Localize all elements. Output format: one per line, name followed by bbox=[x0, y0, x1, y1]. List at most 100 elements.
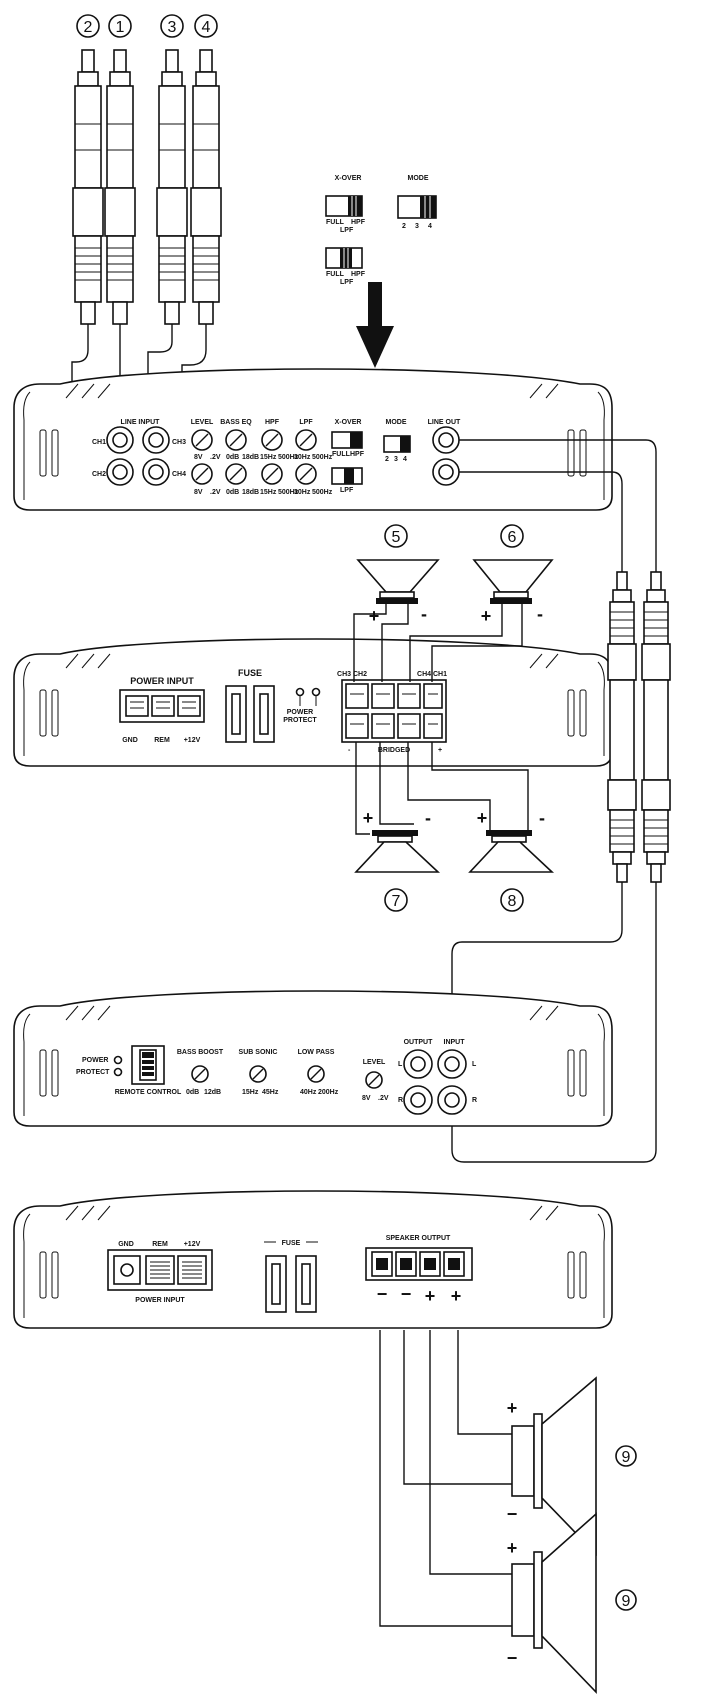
svg-text:30Hz: 30Hz bbox=[294, 454, 311, 461]
svg-text:HPF: HPF bbox=[351, 219, 366, 226]
amp1-knob-bass-eq-front[interactable] bbox=[225, 429, 247, 451]
svg-text:FULL: FULL bbox=[332, 451, 351, 458]
svg-text:LPF: LPF bbox=[340, 279, 354, 286]
svg-text:4: 4 bbox=[202, 19, 211, 36]
amp1-line-out-jack-right[interactable] bbox=[432, 458, 460, 486]
rca-plug-4 bbox=[190, 49, 222, 325]
amp1-knob-hpf-rear[interactable] bbox=[261, 463, 283, 485]
svg-text:15Hz: 15Hz bbox=[260, 454, 277, 461]
amp1-rca-jack-ch1[interactable] bbox=[106, 426, 134, 454]
amp2-fuse-label: FUSE bbox=[238, 668, 262, 678]
amp2-power-terminal-block[interactable] bbox=[119, 689, 205, 723]
svg-text:R: R bbox=[472, 1097, 477, 1104]
amp1-rca-jack-ch3[interactable] bbox=[142, 426, 170, 454]
amp4-power-terminal-block[interactable] bbox=[107, 1249, 213, 1291]
svg-text:500Hz: 500Hz bbox=[278, 489, 299, 496]
amp1-knob-label-bass-eq: BASS EQ bbox=[220, 419, 252, 426]
callout-3: 3 bbox=[160, 14, 184, 38]
amp1-knob-lpf-front[interactable] bbox=[295, 429, 317, 451]
svg-text:R: R bbox=[398, 1097, 403, 1104]
amplifier-1: LINE INPUT CH1 CH2 CH3 CH4 LEVEL BASS EQ… bbox=[13, 368, 613, 511]
svg-text:REMOTE CONTROL: REMOTE CONTROL bbox=[115, 1089, 182, 1096]
svg-text:GND: GND bbox=[122, 737, 138, 744]
rca-plug-2 bbox=[72, 49, 104, 325]
amp1-knob-lpf-rear[interactable] bbox=[295, 463, 317, 485]
svg-text:+: + bbox=[363, 808, 374, 828]
svg-text:15Hz: 15Hz bbox=[260, 489, 277, 496]
inset-xover-switch-bottom: FULL HPF LPF bbox=[325, 247, 366, 286]
amp3-knob-level[interactable] bbox=[365, 1071, 383, 1089]
amp1-xover-switch-rear[interactable]: LPF bbox=[331, 467, 363, 494]
amp3-knob-bass-boost[interactable] bbox=[191, 1065, 209, 1083]
svg-text:+12V: +12V bbox=[184, 1241, 201, 1248]
amp3-knob-sub-sonic[interactable] bbox=[249, 1065, 267, 1083]
svg-text:3: 3 bbox=[415, 223, 419, 230]
rca-side-plug-right bbox=[641, 571, 671, 883]
amp3-input-jack-right[interactable] bbox=[437, 1085, 467, 1115]
svg-text:-: - bbox=[537, 604, 543, 624]
amplifier-4: GND REM +12V POWER INPUT FUSE SPE bbox=[13, 1190, 613, 1329]
amp1-knob-hpf-front[interactable] bbox=[261, 429, 283, 451]
svg-text:4: 4 bbox=[428, 223, 432, 230]
amp3-knob-label-sub-sonic: SUB SONIC bbox=[239, 1049, 278, 1056]
svg-text:40Hz: 40Hz bbox=[300, 1089, 317, 1096]
rca-plug-3 bbox=[156, 49, 188, 325]
inset-mode-title: MODE bbox=[408, 175, 429, 182]
amp3-output-jack-left[interactable] bbox=[403, 1049, 433, 1079]
amp3-input-label: INPUT bbox=[444, 1039, 466, 1046]
amp1-mode-label: MODE bbox=[386, 419, 407, 426]
amp1-rca-jack-ch2[interactable] bbox=[106, 458, 134, 486]
inset-xover-title: X-OVER bbox=[335, 175, 362, 182]
amp1-knob-label-lpf: LPF bbox=[299, 419, 313, 426]
amp1-rca-jack-ch4[interactable] bbox=[142, 458, 170, 486]
switch-settings-inset: X-OVER MODE FULL HPF LPF FULL HPF LPF 2 bbox=[325, 175, 437, 368]
amp3-knob-low-pass[interactable] bbox=[307, 1065, 325, 1083]
svg-text:−: − bbox=[507, 1648, 518, 1668]
svg-text:-: - bbox=[348, 747, 351, 754]
svg-text:+: + bbox=[451, 1286, 462, 1306]
svg-text:5: 5 bbox=[392, 529, 401, 546]
speaker-5: 5 + - bbox=[353, 524, 440, 682]
callout-4: 4 bbox=[194, 14, 218, 38]
amp3-power-led bbox=[113, 1055, 123, 1065]
amp1-ch3-label: CH3 bbox=[172, 439, 186, 446]
amp2-power-led bbox=[295, 687, 305, 706]
amp1-line-out-jack-left[interactable] bbox=[432, 426, 460, 454]
svg-text:POWER: POWER bbox=[287, 709, 313, 716]
amp1-xover-switch-front[interactable]: FULL HPF bbox=[331, 431, 365, 458]
amp4-speaker-terminal-block[interactable] bbox=[365, 1247, 473, 1281]
svg-text:8V: 8V bbox=[362, 1095, 371, 1102]
amp3-output-jack-right[interactable] bbox=[403, 1085, 433, 1115]
svg-text:HPF: HPF bbox=[350, 451, 365, 458]
amp4-fuse-right[interactable] bbox=[295, 1255, 317, 1313]
svg-text:7: 7 bbox=[392, 893, 401, 910]
svg-text:GND: GND bbox=[118, 1241, 134, 1248]
svg-text:2: 2 bbox=[84, 19, 93, 36]
amp1-knob-level-rear[interactable] bbox=[191, 463, 213, 485]
svg-text:+: + bbox=[369, 606, 380, 626]
amp2-protect-led bbox=[311, 687, 321, 706]
svg-text:0dB: 0dB bbox=[186, 1089, 199, 1096]
amp2-speaker-terminal-block[interactable] bbox=[341, 679, 447, 743]
svg-text:-: - bbox=[421, 604, 427, 624]
speaker-7: + - 7 bbox=[354, 742, 441, 912]
amp3-input-jack-left[interactable] bbox=[437, 1049, 467, 1079]
amp4-fuse-label: FUSE bbox=[282, 1240, 301, 1247]
amp2-fuse-right[interactable] bbox=[253, 685, 275, 743]
amp2-fuse-left[interactable] bbox=[225, 685, 247, 743]
svg-text:-: - bbox=[539, 808, 545, 828]
rca-plug-1 bbox=[104, 49, 136, 325]
svg-text:+: + bbox=[438, 747, 442, 754]
amp3-remote-control-port[interactable] bbox=[131, 1045, 165, 1085]
svg-text:500Hz: 500Hz bbox=[312, 489, 333, 496]
amp1-knob-bass-eq-rear[interactable] bbox=[225, 463, 247, 485]
svg-text:6: 6 bbox=[508, 529, 517, 546]
callout-2: 2 bbox=[76, 14, 100, 38]
amp4-fuse-left[interactable] bbox=[265, 1255, 287, 1313]
amp1-knob-level-front[interactable] bbox=[191, 429, 213, 451]
amplifier-2: POWER INPUT GND REM +12V FUSE POWER PROT… bbox=[13, 638, 613, 767]
svg-text:.2V: .2V bbox=[210, 454, 221, 461]
amp1-knob-label-level: LEVEL bbox=[191, 419, 214, 426]
